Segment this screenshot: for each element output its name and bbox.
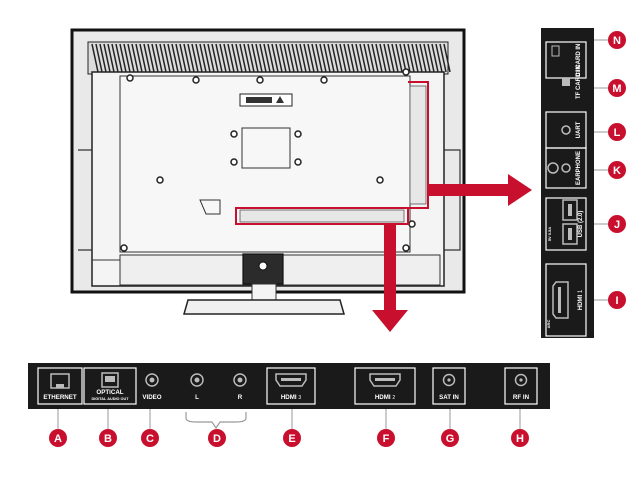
marker-f: F bbox=[377, 429, 395, 447]
port-label: HDMI 3 bbox=[281, 394, 302, 401]
svg-text:G: G bbox=[446, 433, 455, 445]
svg-text:K: K bbox=[613, 165, 621, 177]
svg-text:F: F bbox=[383, 433, 390, 445]
port-rf-in: RF IN bbox=[504, 367, 538, 405]
port-label: CI CARD IN bbox=[576, 44, 582, 77]
hdmi-port-icon bbox=[369, 373, 401, 387]
port-earphone: EARPHONE bbox=[545, 147, 587, 189]
marker-k: K bbox=[608, 161, 626, 179]
port-label: ETHERNET bbox=[43, 394, 77, 401]
tv-back bbox=[70, 28, 466, 315]
svg-text:C: C bbox=[146, 433, 154, 445]
coax-port-icon bbox=[442, 373, 456, 387]
port-sublabel: DIGITAL AUDIO OUT bbox=[91, 397, 129, 401]
ethernet-port-icon bbox=[50, 373, 70, 389]
marker-g: G bbox=[441, 429, 459, 447]
port-hdmi1: HDMI 1 ARC bbox=[545, 263, 587, 337]
port-label: HDMI 1 bbox=[578, 289, 584, 310]
ci-slot-icon bbox=[551, 45, 560, 57]
rca-jack-icon bbox=[233, 373, 247, 387]
port-audio-l: L bbox=[190, 373, 204, 401]
rca-jack-icon bbox=[190, 373, 204, 387]
port-ethernet: ETHERNET bbox=[37, 367, 83, 405]
port-label: UART bbox=[576, 121, 582, 138]
svg-text:N: N bbox=[613, 35, 621, 47]
marker-m: M bbox=[608, 79, 626, 97]
port-label: VIDEO bbox=[142, 394, 161, 401]
svg-text:J: J bbox=[614, 219, 620, 231]
svg-text:H: H bbox=[516, 433, 524, 445]
port-hdmi3: HDMI 3 bbox=[266, 367, 316, 405]
svg-text:D: D bbox=[213, 433, 221, 445]
port-audio-r: R bbox=[233, 373, 247, 401]
port-label: TF CARD IN bbox=[576, 65, 582, 99]
audio-bracket bbox=[185, 412, 247, 430]
marker-e: E bbox=[283, 429, 301, 447]
port-hdmi2: HDMI 2 bbox=[354, 367, 416, 405]
port-label: USB (2.0) bbox=[578, 211, 584, 238]
port-label: L bbox=[195, 394, 199, 401]
port-label: OPTICAL bbox=[96, 389, 123, 396]
port-sublabel: 5V 0.5A bbox=[547, 227, 552, 242]
port-label: RF IN bbox=[513, 394, 530, 401]
optical-port-icon bbox=[101, 372, 119, 388]
vent-grille bbox=[87, 41, 451, 75]
jack-icon bbox=[561, 125, 571, 135]
arrow-down bbox=[372, 224, 408, 332]
marker-a: A bbox=[49, 429, 67, 447]
marker-i: I bbox=[608, 291, 626, 309]
svg-text:I: I bbox=[615, 295, 618, 307]
marker-n: N bbox=[608, 31, 626, 49]
marker-j: J bbox=[608, 215, 626, 233]
port-label: R bbox=[238, 394, 243, 401]
coax-port-icon bbox=[514, 373, 528, 387]
port-tf-card: TF CARD IN bbox=[562, 65, 582, 99]
marker-h: H bbox=[511, 429, 529, 447]
hdmi-port-icon bbox=[275, 373, 307, 387]
tv-stand bbox=[183, 253, 345, 315]
headphone-icon bbox=[547, 162, 571, 174]
usb-port-icon bbox=[562, 199, 578, 245]
marker-c: C bbox=[141, 429, 159, 447]
svg-text:M: M bbox=[612, 83, 621, 95]
arrow-right bbox=[428, 174, 532, 206]
port-sublabel: ARC bbox=[546, 320, 551, 329]
port-label: SAT IN bbox=[439, 394, 459, 401]
svg-text:A: A bbox=[54, 433, 62, 445]
hdmi-port-icon bbox=[552, 281, 569, 319]
sd-card-icon bbox=[562, 78, 570, 86]
marker-b: B bbox=[99, 429, 117, 447]
port-video: VIDEO bbox=[142, 373, 162, 401]
port-label: EARPHONE bbox=[576, 151, 582, 185]
port-sat-in: SAT IN bbox=[432, 367, 466, 405]
callout-markers: A B C E F G H D N M L K J I bbox=[49, 31, 626, 447]
svg-text:E: E bbox=[288, 433, 295, 445]
port-usb: USB (2.0) 5V 0.5A bbox=[545, 197, 587, 251]
port-label: HDMI 2 bbox=[375, 394, 396, 401]
rca-jack-icon bbox=[145, 373, 159, 387]
marker-d: D bbox=[208, 429, 226, 447]
warning-label bbox=[239, 93, 293, 107]
svg-text:B: B bbox=[104, 433, 112, 445]
marker-l: L bbox=[608, 123, 626, 141]
svg-text:L: L bbox=[614, 127, 621, 139]
